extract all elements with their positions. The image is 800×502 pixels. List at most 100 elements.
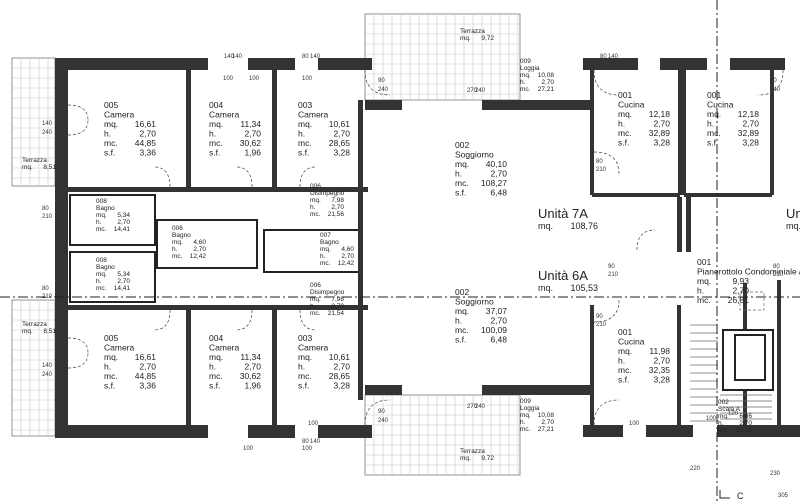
room-metric-label: mq. [707, 109, 721, 119]
room-code: 001 [707, 90, 721, 100]
room-code: 001 [618, 327, 632, 337]
room-metric-value: 21,54 [328, 310, 345, 317]
room-metric-label: mc. [718, 427, 729, 434]
room-metric-label: mq. [310, 296, 321, 303]
room-metric-label: mc. [618, 365, 632, 375]
room-metric-value: 17,17 [736, 427, 753, 434]
room-code: 002 [455, 140, 469, 150]
room-metric-value: 26,81 [728, 295, 750, 305]
room-name: Camera [209, 110, 240, 120]
room-metric-label: mc. [96, 285, 107, 292]
room-metric-label: s.f. [618, 375, 629, 385]
room-metric-label: h. [455, 169, 462, 179]
room-metric-label: mq. [22, 328, 33, 335]
room-metric-value: 10,61 [329, 352, 351, 362]
room-metric-label: mq. [460, 35, 471, 42]
room-metric-value: 30,62 [240, 138, 262, 148]
room-metric-label: s.f. [618, 138, 629, 148]
room-metric-label: mq. [718, 413, 729, 420]
dimension-label: 220 [690, 466, 701, 472]
dimension-label: 80 [42, 286, 49, 292]
room-code: 002 [718, 399, 729, 406]
dimension-label: 210 [42, 214, 53, 220]
room-metric-label: mc. [520, 86, 531, 93]
room-metric-label: mq. [460, 455, 471, 462]
room-metric-value: 12,42 [338, 260, 355, 267]
room-metric-label: h. [707, 119, 714, 129]
room-metric-value: 2,70 [333, 362, 350, 372]
room-metric-value: 9,72 [481, 455, 494, 462]
room-metric-label: mq. [104, 119, 118, 129]
room-metric-value: 2,70 [333, 129, 350, 139]
room-metric-label: h. [310, 303, 316, 310]
room-metric-value: 27,21 [538, 426, 555, 433]
dimension-label: 230 [770, 471, 781, 477]
room-metric-value: 3,28 [653, 375, 670, 385]
dimension-label: 210 [596, 167, 607, 173]
room-name: Bagno [320, 239, 339, 246]
room-metric-label: h. [298, 129, 305, 139]
dimension-label: 100 [629, 421, 640, 427]
room-metric-value: 21,56 [328, 211, 345, 218]
room-metric-value: 2,70 [139, 129, 156, 139]
room-metric-label: h. [209, 362, 216, 372]
room-metric-label: s.f. [209, 381, 220, 391]
room-metric-label: mq. [697, 276, 711, 286]
room-metric-label: mc. [209, 138, 223, 148]
room-metric-value: 2,70 [732, 286, 749, 296]
room-metric-label: mq. [310, 197, 321, 204]
dimension-label: 140 [310, 54, 321, 60]
room-metric-value: 6,36 [739, 413, 752, 420]
dimension-label: 80 [302, 439, 309, 445]
room-metric-value: 2,70 [139, 362, 156, 372]
room-metric-label: mc. [104, 138, 118, 148]
room-metric-label: h. [520, 79, 526, 86]
room-name: Cucina [618, 337, 645, 347]
room-metric-label: mc. [209, 371, 223, 381]
room-name: Camera [104, 343, 135, 353]
room-metric-label: h. [520, 419, 526, 426]
room-metric-label: mq. [618, 109, 632, 119]
room-metric-value: 3,28 [333, 381, 350, 391]
room-metric-value: 5,34 [117, 212, 130, 219]
room-metric-label: mq. [455, 306, 469, 316]
room-metric-label: mq. [104, 352, 118, 362]
unit-area-value: 108,76 [570, 221, 598, 231]
room-metric-value: 2,70 [117, 219, 130, 226]
room-metric-label: mq. [298, 119, 312, 129]
room-metric-value: 44,85 [135, 138, 157, 148]
dimension-label: 90 [378, 409, 385, 415]
room-code: 001 [618, 90, 632, 100]
room-metric-label: h. [618, 119, 625, 129]
room-metric-label: mc. [697, 295, 711, 305]
room-metric-label: h. [455, 316, 462, 326]
room-metric-label: mc. [455, 325, 469, 335]
room-metric-value: 32,35 [649, 365, 671, 375]
room-metric-value: 6,48 [490, 188, 507, 198]
room-metric-value: 7,98 [331, 197, 344, 204]
room-code: 003 [298, 100, 312, 110]
dimension-label: 80 [302, 54, 309, 60]
room-name: Cucina [618, 100, 645, 110]
room-metric-value: 3,36 [139, 148, 156, 158]
room-metric-value: 10,08 [538, 412, 555, 419]
room-metric-value: 28,65 [329, 138, 351, 148]
room-metric-label: s.f. [104, 148, 115, 158]
room-metric-value: 9,93 [732, 276, 749, 286]
dimension-label: 270 [467, 404, 478, 410]
dimension-label: 100 [308, 421, 319, 427]
room-metric-label: mq. [209, 119, 223, 129]
room-name: Terrazza [460, 448, 485, 455]
room-metric-label: mq. [172, 239, 183, 246]
room-metric-value: 12,18 [649, 109, 671, 119]
room-metric-label: h. [172, 246, 178, 253]
dimension-label: 140 [42, 363, 53, 369]
room-name: Camera [209, 343, 240, 353]
room-metric-label: h. [718, 420, 724, 427]
room-name: Camera [104, 110, 135, 120]
